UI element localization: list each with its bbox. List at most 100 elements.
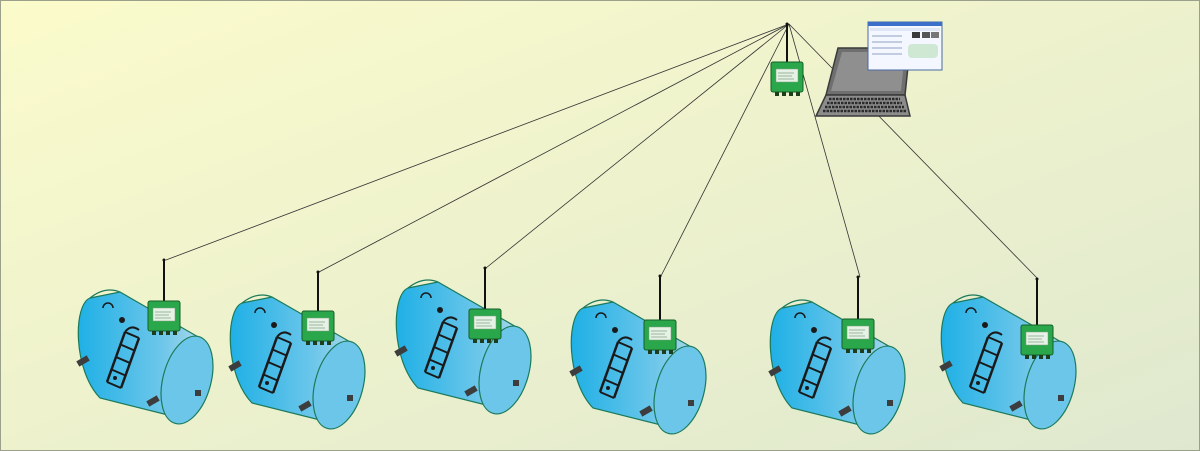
bolt: [976, 381, 980, 385]
ladder-rung: [438, 333, 453, 342]
cable-gland: [1039, 355, 1043, 359]
computer: [814, 21, 943, 117]
link-line: [788, 23, 1039, 280]
cable-gland: [846, 349, 850, 353]
ladder-rung: [424, 371, 440, 379]
hatch-icon: [420, 292, 432, 299]
ladder-rung: [969, 386, 985, 394]
tank-1-wireless-sensor-icon: [147, 258, 181, 335]
ladder-rung: [613, 353, 628, 362]
hatch-icon: [254, 307, 266, 314]
ladder-rung: [803, 378, 818, 387]
ladder-rung: [267, 361, 283, 369]
ladder-handle: [617, 336, 633, 343]
bolt: [606, 386, 610, 390]
cable-gland: [669, 350, 673, 354]
window-thumbnail: [912, 32, 920, 38]
ladder-icon: [105, 326, 141, 389]
antenna-tip: [483, 266, 487, 270]
bolt: [113, 376, 117, 380]
tank-end-cap: [653, 345, 707, 435]
tank-top-edge: [582, 299, 614, 309]
link-line: [660, 23, 790, 277]
ladder-rung: [120, 343, 135, 352]
tank-foot: [513, 380, 519, 386]
cable-gland: [655, 350, 659, 354]
ladder-rung: [604, 378, 619, 387]
tank-foot: [1058, 395, 1064, 401]
tank-foot: [569, 365, 583, 377]
sensor-label-plate: [648, 326, 672, 341]
ladder-rung: [978, 361, 994, 369]
cable-gland: [166, 331, 170, 335]
tank-foot: [76, 355, 90, 367]
gateway-wireless-sensor-icon: [770, 22, 804, 96]
tank-top-edge: [241, 294, 273, 304]
sensor-label-plate: [846, 325, 870, 340]
cable-gland: [487, 339, 491, 343]
tank-foot: [298, 400, 312, 412]
cable-gland: [494, 339, 498, 343]
tank-top-edge: [781, 299, 813, 309]
ladder-rung: [429, 358, 444, 367]
antenna-tip: [1035, 277, 1039, 281]
ladder-rung: [798, 391, 814, 399]
window-thumbnail: [922, 32, 930, 38]
keyboard-icon: [823, 97, 906, 113]
hatch-icon: [965, 307, 977, 314]
valve-icon: [119, 317, 125, 323]
cable-gland: [480, 339, 484, 343]
ladder-rung: [807, 366, 823, 374]
cable-gland: [789, 92, 793, 96]
antenna-tip: [658, 274, 662, 278]
cable-gland: [152, 331, 156, 335]
sensor-label-plate: [306, 317, 330, 332]
hatch-icon: [102, 302, 114, 309]
ladder-rung: [111, 368, 126, 377]
tank-3-wireless-sensor-icon: [468, 266, 502, 343]
valve-icon: [982, 322, 988, 328]
tank-foot: [768, 365, 782, 377]
cable-gland: [796, 92, 800, 96]
tank-top-edge: [952, 294, 984, 304]
tank-foot: [228, 360, 242, 372]
valve-icon: [811, 327, 817, 333]
tank-end-cap: [1023, 340, 1077, 430]
sensor-label-plate: [473, 315, 497, 330]
cable-gland: [313, 341, 317, 345]
tank-foot: [939, 360, 953, 372]
tank-foot: [838, 405, 852, 417]
sensor-label-plate: [775, 68, 799, 83]
ladder-handle: [442, 316, 458, 323]
tank-foot: [394, 345, 408, 357]
ladder-rung: [599, 391, 615, 399]
ladder-icon: [968, 331, 1004, 394]
antenna-tip: [162, 258, 166, 262]
tank-top-edge: [89, 289, 121, 299]
window-toolbar: [870, 28, 940, 31]
ladder-rung: [276, 336, 292, 344]
tank-end-cap: [852, 345, 906, 435]
ladder-handle: [816, 336, 832, 343]
ladder-icon: [257, 331, 293, 394]
link-line: [318, 23, 790, 273]
link-line: [165, 23, 790, 261]
hatch-icon: [794, 312, 806, 319]
valve-icon: [612, 327, 618, 333]
ladder-rung: [115, 356, 131, 364]
cable-gland: [775, 92, 779, 96]
tank-end-cap: [478, 325, 532, 415]
cable-gland: [1025, 355, 1029, 359]
ladder-rung: [974, 373, 989, 382]
ladder-handle: [276, 331, 292, 338]
sensor-label-plate: [1025, 331, 1049, 346]
cable-gland: [1046, 355, 1050, 359]
cable-gland: [327, 341, 331, 345]
cable-gland: [648, 350, 652, 354]
valve-icon: [437, 307, 443, 313]
hatch-icon: [595, 312, 607, 319]
cable-gland: [662, 350, 666, 354]
ladder-rung: [106, 381, 122, 389]
tank-end-cap: [312, 340, 366, 430]
ladder-rung: [617, 341, 633, 349]
